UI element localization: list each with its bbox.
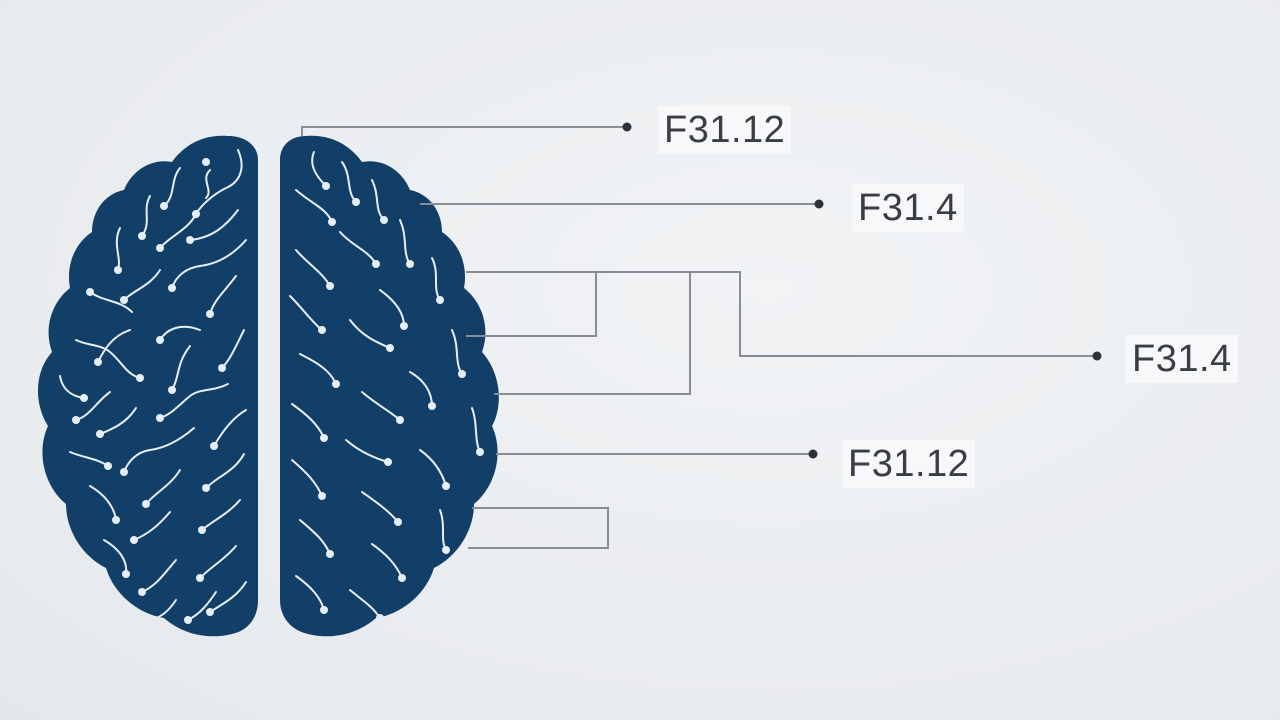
brain-nodes-left (72, 158, 226, 624)
code-label: F31.4 (1126, 335, 1238, 383)
connector-dots (622, 122, 1102, 459)
code-label: F31.12 (658, 106, 792, 154)
connector-dot-1 (622, 122, 632, 132)
code-label: F31.12 (842, 440, 976, 488)
code-label: F31.4 (852, 184, 964, 232)
brain-right-hemisphere (280, 135, 499, 637)
connector-dot-2 (814, 199, 824, 209)
connector-bracket-b (494, 272, 691, 395)
connector-bracket-a (466, 272, 597, 337)
connector-dot-3 (1092, 351, 1102, 361)
connector-lines (301, 126, 1096, 549)
connector-3 (466, 271, 1096, 357)
connector-dot-4 (808, 449, 818, 459)
brain-nodes-right (318, 182, 484, 622)
connector-bracket-c (468, 507, 609, 549)
brain-icon (37, 135, 258, 637)
connector-1 (301, 126, 626, 136)
